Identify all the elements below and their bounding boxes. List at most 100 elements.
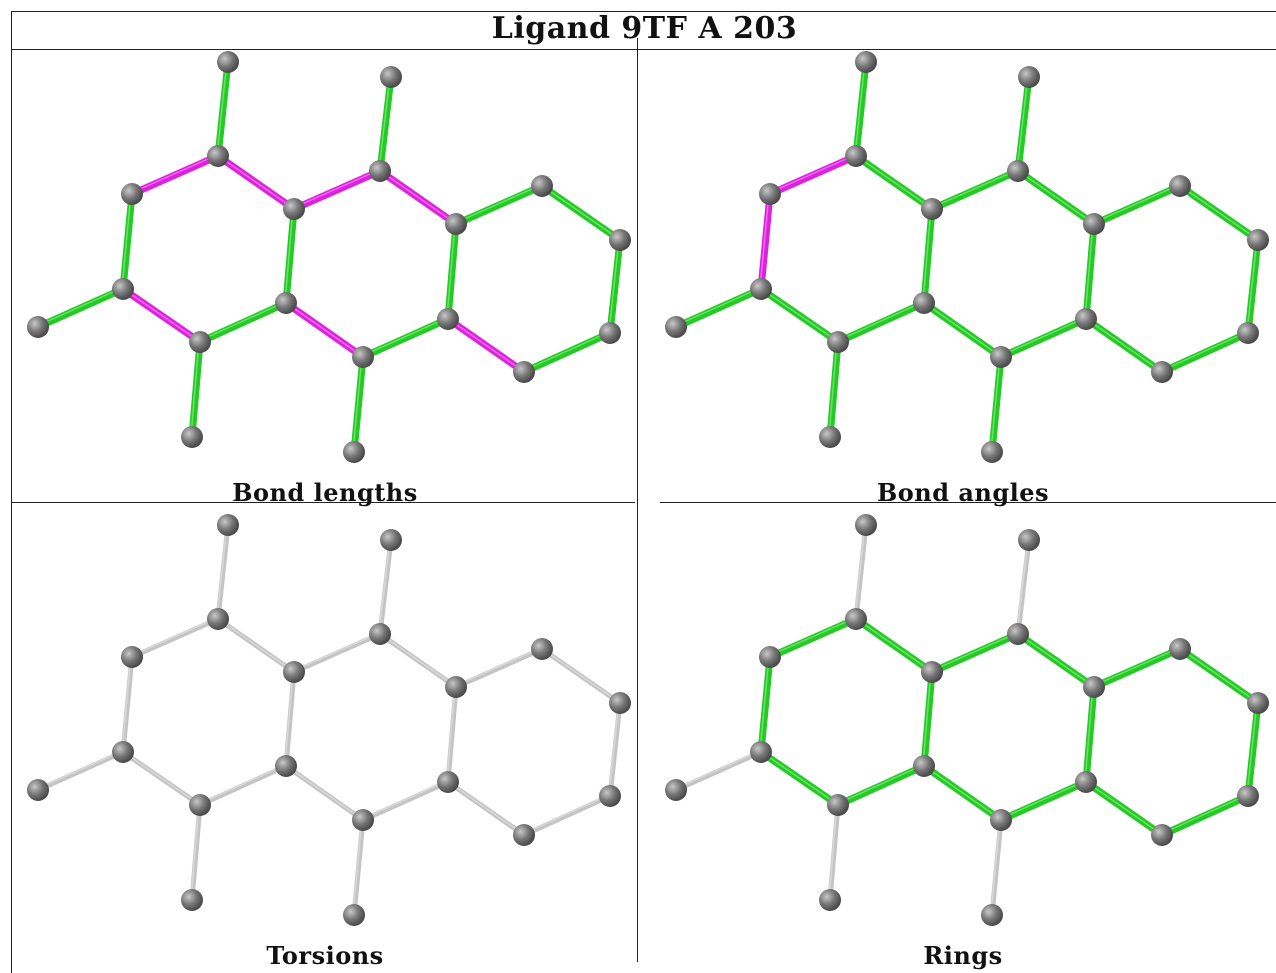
- bond-highlight-0-2: [216, 523, 228, 619]
- bond-highlight-14-17: [828, 340, 838, 437]
- atom-13: [665, 316, 687, 338]
- figure-frame: Ligand 9TF A 203: [11, 11, 1276, 973]
- bond-highlight-11-15: [361, 780, 448, 820]
- bond-highlight-8-12: [608, 238, 620, 333]
- atom-0: [217, 514, 239, 536]
- bond-12-16: [1158, 329, 1252, 376]
- bond-highlight-12-16: [1160, 331, 1248, 372]
- bond-highlight-2-4: [130, 617, 218, 657]
- molecule-bond-lengths: [27, 51, 631, 463]
- bond-highlight-4-9: [121, 655, 132, 752]
- bond-5-10: [920, 205, 936, 307]
- bond-3-6: [1014, 167, 1098, 228]
- bond-11-15: [359, 315, 452, 361]
- bond-highlight-10-14: [836, 764, 924, 805]
- bond-4-9: [119, 190, 136, 293]
- atom-12: [599, 322, 621, 344]
- bond-highlight-3-6: [1016, 632, 1094, 687]
- atom-10: [275, 755, 297, 777]
- bond-11-15: [997, 778, 1090, 824]
- bond-7-8: [538, 182, 624, 244]
- molecule-rings: [665, 514, 1269, 926]
- atom-12: [1237, 322, 1259, 344]
- bond-0-2: [853, 522, 869, 622]
- bond-highlight-6-7: [1092, 184, 1180, 224]
- bond-3-5: [290, 167, 384, 213]
- bond-3-6: [376, 167, 460, 228]
- bond-highlight-3-5: [930, 632, 1018, 672]
- bond-10-14: [197, 763, 289, 808]
- bond-highlight-9-14: [759, 287, 838, 342]
- atom-9: [750, 741, 772, 763]
- atom-14: [189, 794, 211, 816]
- bond-highlight-11-16: [1084, 780, 1162, 835]
- bond-highlight-6-7: [1092, 647, 1180, 687]
- bond-highlight-2-5: [216, 617, 294, 672]
- bond-highlight-10-15: [922, 764, 1001, 820]
- atom-16: [513, 361, 535, 383]
- bond-11-16: [1082, 778, 1166, 839]
- bond-highlight-15-18: [990, 355, 1001, 452]
- atom-16: [1151, 361, 1173, 383]
- atom-6: [445, 676, 467, 698]
- atom-1: [1018, 66, 1040, 88]
- bond-6-11: [1082, 683, 1098, 786]
- atom-12: [1237, 785, 1259, 807]
- bond-9-14: [119, 285, 204, 346]
- bond-0-2: [215, 522, 231, 622]
- bond-3-5: [928, 630, 1022, 676]
- caption-torsions: Torsions: [266, 941, 384, 970]
- atom-8: [609, 692, 631, 714]
- atom-8: [1247, 229, 1269, 251]
- caption-bond-angles: Bond angles: [876, 478, 1050, 507]
- bond-2-5: [852, 152, 936, 213]
- atom-0: [855, 514, 877, 536]
- atom-18: [981, 904, 1003, 926]
- bond-highlight-10-14: [836, 301, 924, 342]
- bond-15-18: [351, 817, 366, 918]
- bond-9-13: [35, 749, 126, 793]
- bond-highlight-12-16: [522, 794, 610, 835]
- bond-highlight-15-18: [352, 355, 363, 452]
- bond-highlight-7-8: [540, 647, 620, 703]
- atom-13: [27, 779, 49, 801]
- bond-highlight-0-2: [854, 60, 866, 156]
- bond-12-16: [520, 329, 614, 376]
- bond-6-7: [452, 182, 546, 228]
- atom-13: [27, 316, 49, 338]
- bond-3-5: [291, 631, 383, 675]
- atom-2: [845, 145, 867, 167]
- atom-1: [380, 66, 402, 88]
- bond-2-4: [129, 616, 221, 660]
- bond-highlight-12-16: [522, 331, 610, 372]
- atom-14: [827, 794, 849, 816]
- bond-15-18: [988, 353, 1005, 456]
- bond-highlight-5-10: [922, 670, 932, 766]
- bond-4-9: [757, 190, 774, 293]
- atom-16: [1151, 824, 1173, 846]
- bond-12-16: [521, 793, 613, 838]
- bond-1-3: [1015, 537, 1032, 637]
- bond-highlight-9-14: [759, 750, 838, 805]
- bond-12-16: [1158, 792, 1252, 839]
- bond-9-14: [757, 748, 842, 809]
- bond-highlight-9-13: [674, 287, 761, 327]
- bond-highlight-11-15: [999, 780, 1086, 820]
- bond-5-10: [282, 205, 298, 307]
- bond-0-2: [214, 58, 232, 160]
- bond-highlight-2-4: [768, 617, 856, 657]
- atom-6: [1083, 676, 1105, 698]
- bond-highlight-9-13: [36, 287, 123, 327]
- bond-15-18: [350, 353, 367, 456]
- bond-15-18: [989, 817, 1004, 918]
- atom-11: [437, 771, 459, 793]
- bond-11-16: [445, 779, 527, 838]
- bond-highlight-10-15: [284, 764, 363, 820]
- bond-highlight-14-17: [190, 340, 200, 437]
- bond-highlight-3-6: [1016, 169, 1094, 224]
- atom-8: [1247, 692, 1269, 714]
- bond-10-14: [834, 762, 928, 809]
- atom-9: [112, 741, 134, 763]
- atom-6: [1083, 213, 1105, 235]
- atom-4: [759, 183, 781, 205]
